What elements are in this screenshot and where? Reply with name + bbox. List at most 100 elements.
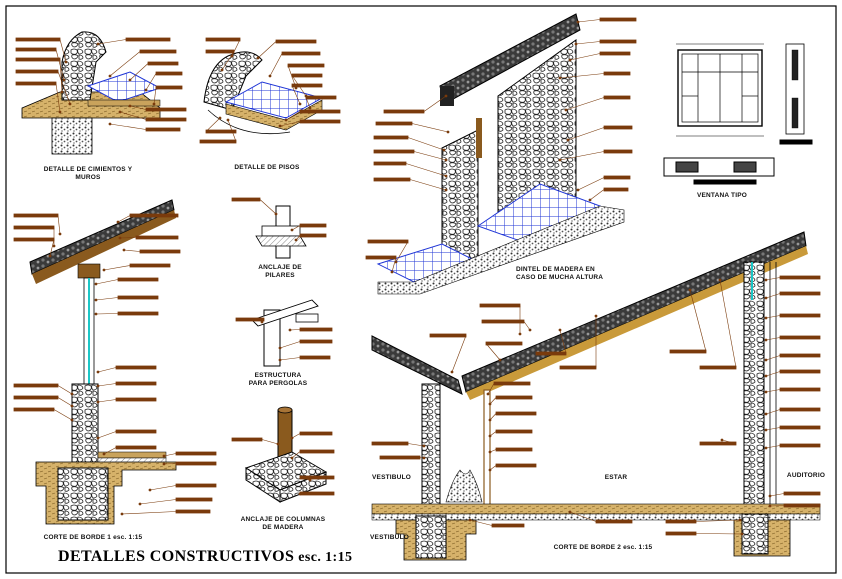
annotation-leader-42: [57, 215, 61, 235]
annotation-leader-33: [577, 19, 601, 23]
caption-pilares: ANCLAJE DE PILARES: [246, 264, 314, 280]
annotation-point-103: [720, 438, 724, 442]
annotation-point-72: [276, 442, 280, 446]
annotation-point-23: [218, 116, 222, 120]
annotation-point-54: [96, 400, 100, 404]
annotation-point-7: [128, 78, 132, 82]
annotation-note-62: [175, 483, 217, 488]
annotation-leader-38: [567, 127, 605, 141]
annotation-leader-7: [129, 63, 149, 81]
annotation-leader-87: [489, 413, 497, 421]
annotation-point-29: [444, 174, 448, 178]
annotation-point-91: [764, 278, 768, 282]
annotation-point-9: [152, 102, 156, 106]
annotation-note-33: [599, 17, 637, 22]
room-label-estar: ESTAR: [604, 474, 628, 481]
annotation-note-100: [779, 443, 821, 448]
annotation-point-39: [558, 158, 562, 162]
annotation-leader-21: [285, 111, 301, 121]
annotation-point-81: [558, 328, 562, 332]
annotation-point-43: [52, 244, 56, 248]
annotation-point-68: [260, 320, 264, 324]
annotation-point-31: [394, 260, 398, 264]
annotation-leader-19: [291, 85, 301, 105]
annotation-leader-57: [53, 409, 73, 421]
annotation-note-34: [599, 39, 637, 44]
annotation-leader-23: [205, 117, 221, 132]
annotation-leader-83: [689, 289, 707, 352]
annotation-point-96: [764, 374, 768, 378]
annotation-note-8: [155, 71, 183, 76]
annotation-leader-64: [121, 511, 177, 515]
annotation-point-60: [162, 454, 166, 458]
annotation-point-64: [120, 512, 124, 516]
annotation-note-74: [299, 449, 335, 454]
annotation-leader-54: [97, 399, 117, 403]
annotation-point-106: [568, 510, 572, 514]
annotation-point-24: [226, 118, 230, 122]
annotation-leader-105: [695, 533, 743, 535]
caption-pilares-line2: PILARES: [265, 272, 295, 279]
annotation-leader-51: [95, 313, 119, 315]
annotation-point-25: [444, 94, 448, 98]
caption-columnas-line1: ANCLAJE DE COLUMNAS: [240, 516, 326, 523]
room-label-vestibulo: VESTIBULO: [372, 474, 411, 481]
annotation-leader-99: [765, 427, 781, 431]
annotation-leader-55: [57, 385, 73, 395]
annotation-leader-94: [765, 337, 781, 341]
annotation-point-37: [564, 108, 568, 112]
annotation-point-30: [444, 188, 448, 192]
annotation-leader-85: [487, 383, 495, 395]
annotation-point-108: [422, 456, 426, 460]
annotation-note-105: [665, 531, 697, 536]
annotation-point-15: [256, 56, 260, 60]
annotation-note-23: [205, 129, 237, 134]
annotation-point-27: [442, 148, 446, 152]
annotation-note-21: [299, 109, 341, 114]
caption-dintel: DINTEL DE MADERA EN CASO DE MUCHA ALTURA: [516, 266, 626, 282]
annotation-point-62: [148, 488, 152, 492]
annotation-point-63: [138, 502, 142, 506]
annotation-note-68: [235, 317, 265, 322]
annotation-note-18: [291, 73, 323, 78]
annotation-note-15: [275, 39, 317, 44]
annotation-leader-107: [407, 443, 425, 447]
annotation-leader-0: [59, 39, 67, 63]
annotation-leader-97: [765, 389, 781, 393]
annotation-leader-1: [55, 49, 65, 81]
annotation-point-61: [162, 462, 166, 466]
annotation-note-66: [299, 223, 327, 228]
annotation-point-94: [764, 338, 768, 342]
annotation-point-70: [278, 346, 282, 350]
annotation-point-92: [764, 296, 768, 300]
annotation-note-85: [493, 381, 531, 386]
annotation-note-46: [135, 235, 179, 240]
annotation-point-21: [284, 118, 288, 122]
annotation-leader-86: [489, 397, 497, 405]
annotation-note-37: [603, 95, 631, 100]
annotation-leader-41: [589, 189, 605, 201]
annotation-point-11: [118, 110, 122, 114]
annotation-note-9: [155, 85, 183, 90]
annotation-leader-77: [451, 335, 467, 373]
annotation-note-45: [129, 213, 179, 218]
annotation-note-14: [205, 49, 235, 54]
annotation-point-26: [446, 130, 450, 134]
annotation-note-77: [429, 333, 467, 338]
annotation-point-44: [48, 254, 52, 258]
annotation-note-69: [299, 327, 333, 332]
annotation-note-52: [115, 365, 157, 370]
annotation-leader-70: [279, 341, 301, 349]
annotation-note-93: [779, 313, 821, 318]
annotation-point-4: [58, 110, 62, 114]
annotation-note-19: [291, 83, 323, 88]
annotation-note-94: [779, 335, 821, 340]
sheet-title-scale: esc. 1:15: [298, 550, 353, 565]
annotation-leader-15: [257, 41, 277, 59]
annotation-note-47: [139, 249, 181, 254]
annotation-leader-100: [765, 445, 781, 449]
annotation-leader-6: [109, 51, 141, 77]
annotation-note-22: [299, 119, 341, 124]
annotation-point-78: [518, 332, 522, 336]
annotation-point-102: [768, 504, 772, 508]
